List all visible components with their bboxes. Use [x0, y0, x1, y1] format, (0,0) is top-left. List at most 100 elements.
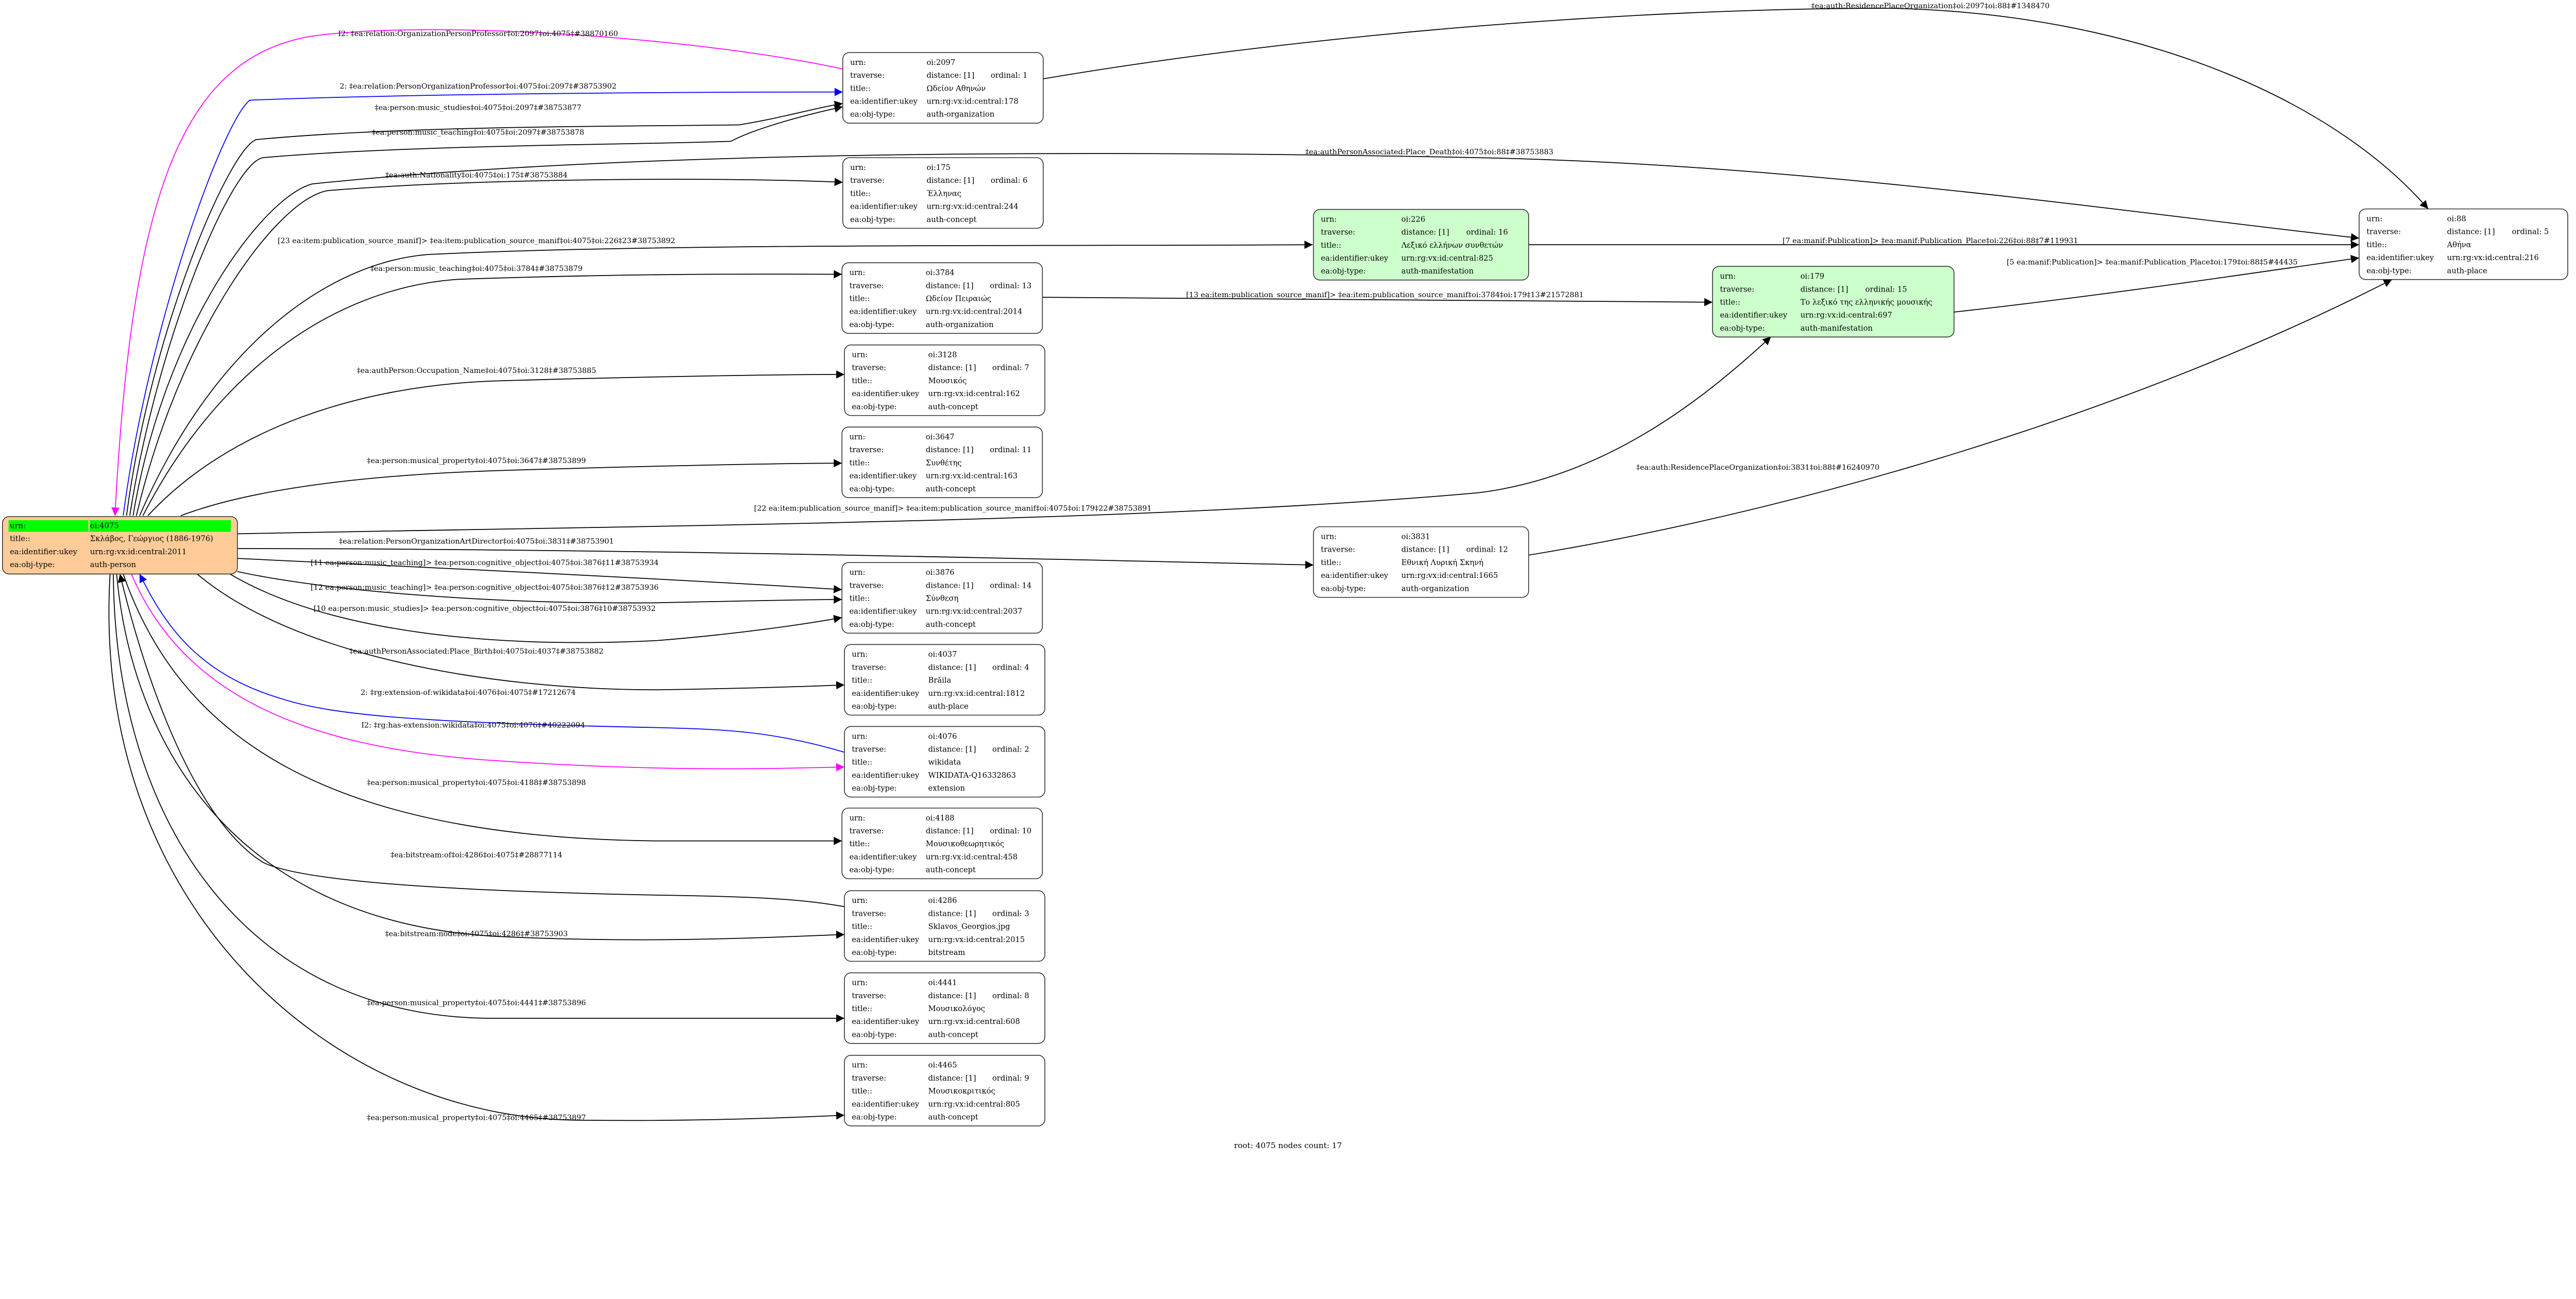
graph-edge[interactable]: ‡ea:relation:PersonOrganizationArtDirect… [237, 537, 1314, 569]
field-value-distance: distance: [1] [926, 281, 974, 290]
edge-line[interactable] [126, 100, 843, 516]
node-box[interactable] [841, 426, 1043, 498]
edge-line[interactable] [180, 459, 842, 517]
graph-edge[interactable]: 2: ‡rg:extension-of:wikidata‡oi:4076‡oi:… [139, 574, 845, 753]
edge-line[interactable] [142, 270, 842, 516]
edge-line[interactable] [229, 573, 842, 643]
field-value-ukey: urn:rg:vx:id:central:825 [1401, 254, 1493, 263]
graph-edge[interactable]: ‡ea:auth:ResidencePlaceOrganization‡oi:3… [1529, 279, 2393, 556]
node-box[interactable] [842, 157, 1044, 229]
graph-edge[interactable]: ‡ea:authPersonAssociated:Place_Birth‡oi:… [197, 573, 845, 691]
node-box[interactable] [2359, 208, 2568, 280]
graph-edge[interactable]: ‡ea:authPerson:Occupation_Name‡oi:4075‡o… [147, 367, 845, 516]
edge-line[interactable] [197, 573, 845, 691]
edge-line[interactable] [111, 29, 843, 516]
edge-line[interactable] [1042, 297, 1713, 306]
graph-edge[interactable]: [22 ea:item:publication_source_manif]> ‡… [237, 336, 1772, 535]
edge-label: [11 ea:person:music_teaching]> ‡ea:perso… [311, 559, 658, 567]
graph-edge[interactable]: ‡ea:bitstream:of‡oi:4286‡oi:4075‡#288771… [117, 574, 845, 908]
graph-edge[interactable]: 2: ‡ea:relation:PersonOrganizationProfes… [123, 82, 843, 516]
node-box[interactable] [844, 972, 1045, 1044]
node-box[interactable] [841, 562, 1043, 634]
node-box[interactable] [842, 52, 1044, 124]
graph-edge[interactable]: [11 ea:person:music_teaching]> ‡ea:perso… [237, 558, 842, 593]
graph-edge[interactable]: ‡ea:person:musical_property‡oi:4075‡oi:4… [113, 574, 845, 1023]
graph-edge[interactable]: [10 ea:person:music_studies]> ‡ea:person… [229, 573, 842, 643]
edge-line[interactable] [147, 370, 845, 516]
edge-line[interactable] [123, 88, 843, 516]
edge-line[interactable] [237, 558, 842, 593]
graph-edge[interactable]: I2: ‡rg:has-extension:wikidata‡oi:4075‡o… [131, 574, 845, 772]
edge-line[interactable] [139, 574, 845, 753]
field-value-urn: oi:88 [2447, 215, 2466, 224]
node-box[interactable] [841, 808, 1043, 879]
field-value-ordinal: ordinal: 14 [990, 581, 1031, 590]
edge-line[interactable] [113, 574, 845, 1023]
field-label-title: title:: [1720, 298, 1740, 307]
edge-line[interactable] [129, 104, 843, 516]
edge-line[interactable] [135, 178, 843, 516]
graph-edge[interactable]: ‡ea:person:musical_property‡oi:4075‡oi:4… [123, 574, 842, 845]
node-box[interactable] [844, 890, 1045, 962]
graph-edge[interactable]: ‡ea:person:musical_property‡oi:4075‡oi:3… [180, 457, 842, 517]
field-label-ukey: ea:identifier:ukey [850, 852, 917, 861]
edge-line[interactable] [237, 548, 1314, 569]
graph-edge[interactable]: [23 ea:item:publication_source_manif]> ‡… [139, 237, 1313, 516]
field-label-traverse: traverse: [852, 663, 886, 672]
edge-line[interactable] [116, 574, 845, 941]
graph-edge[interactable]: ‡ea:authPersonAssociated:Place_Death‡oi:… [132, 148, 2360, 516]
graph-edge[interactable]: ‡ea:person:music_studies‡oi:4075‡oi:2097… [126, 100, 843, 516]
edge-line[interactable] [117, 574, 845, 908]
edge-line[interactable] [132, 153, 2360, 516]
field-label-traverse: traverse: [850, 71, 885, 80]
edge-line[interactable] [1529, 279, 2393, 556]
graph-edge[interactable]: ‡ea:person:music_teaching‡oi:4075‡oi:209… [129, 104, 843, 516]
edge-line[interactable] [131, 574, 845, 772]
edge-line[interactable] [139, 241, 1313, 516]
graph-edge[interactable]: ‡ea:auth:Nationality‡oi:4075‡oi:175‡#387… [135, 171, 843, 516]
graph-edge[interactable]: ‡ea:person:music_teaching‡oi:4075‡oi:378… [142, 265, 842, 516]
edge-line[interactable] [237, 336, 1772, 535]
edge-line[interactable] [1043, 8, 2429, 210]
edge-line[interactable] [1954, 254, 2360, 313]
field-value-title: Σύνθεση [926, 594, 958, 603]
edge-line[interactable] [108, 574, 845, 1121]
node-box[interactable] [841, 262, 1043, 334]
graph-edge[interactable]: ‡ea:person:musical_property‡oi:4075‡oi:4… [108, 574, 845, 1122]
node-box[interactable] [844, 726, 1045, 798]
node-box[interactable] [1712, 266, 1955, 338]
graph-edge[interactable]: [5 ea:manif:Publication]> ‡ea:manif:Publ… [1954, 254, 2360, 313]
node-box[interactable] [844, 644, 1045, 716]
graph-edge[interactable]: [13 ea:item:publication_source_manif]> ‡… [1042, 291, 1713, 306]
graph-edge[interactable]: ‡ea:bitstream:node‡oi:4075‡oi:4286‡#3875… [116, 574, 845, 941]
graph-edge[interactable]: [12 ea:person:music_teaching]> ‡ea:perso… [237, 571, 842, 604]
graph-edge[interactable]: [7 ea:manif:Publication]> ‡ea:manif:Publ… [1529, 237, 2360, 249]
edge-line[interactable] [123, 574, 842, 845]
field-value-type: auth-manifestation [1401, 267, 1474, 276]
graph-edge[interactable]: ‡ea:auth:ResidencePlaceOrganization‡oi:2… [1043, 2, 2429, 210]
graph-edge[interactable]: I2: ‡ea:relation:OrganizationPersonProfe… [111, 29, 843, 516]
node-box[interactable] [844, 344, 1045, 416]
node-box[interactable] [844, 1054, 1045, 1126]
field-value-ordinal: ordinal: 15 [1866, 285, 1907, 294]
edge-line[interactable] [237, 571, 842, 604]
node-box[interactable] [1313, 526, 1529, 598]
node-box[interactable] [1313, 209, 1529, 281]
